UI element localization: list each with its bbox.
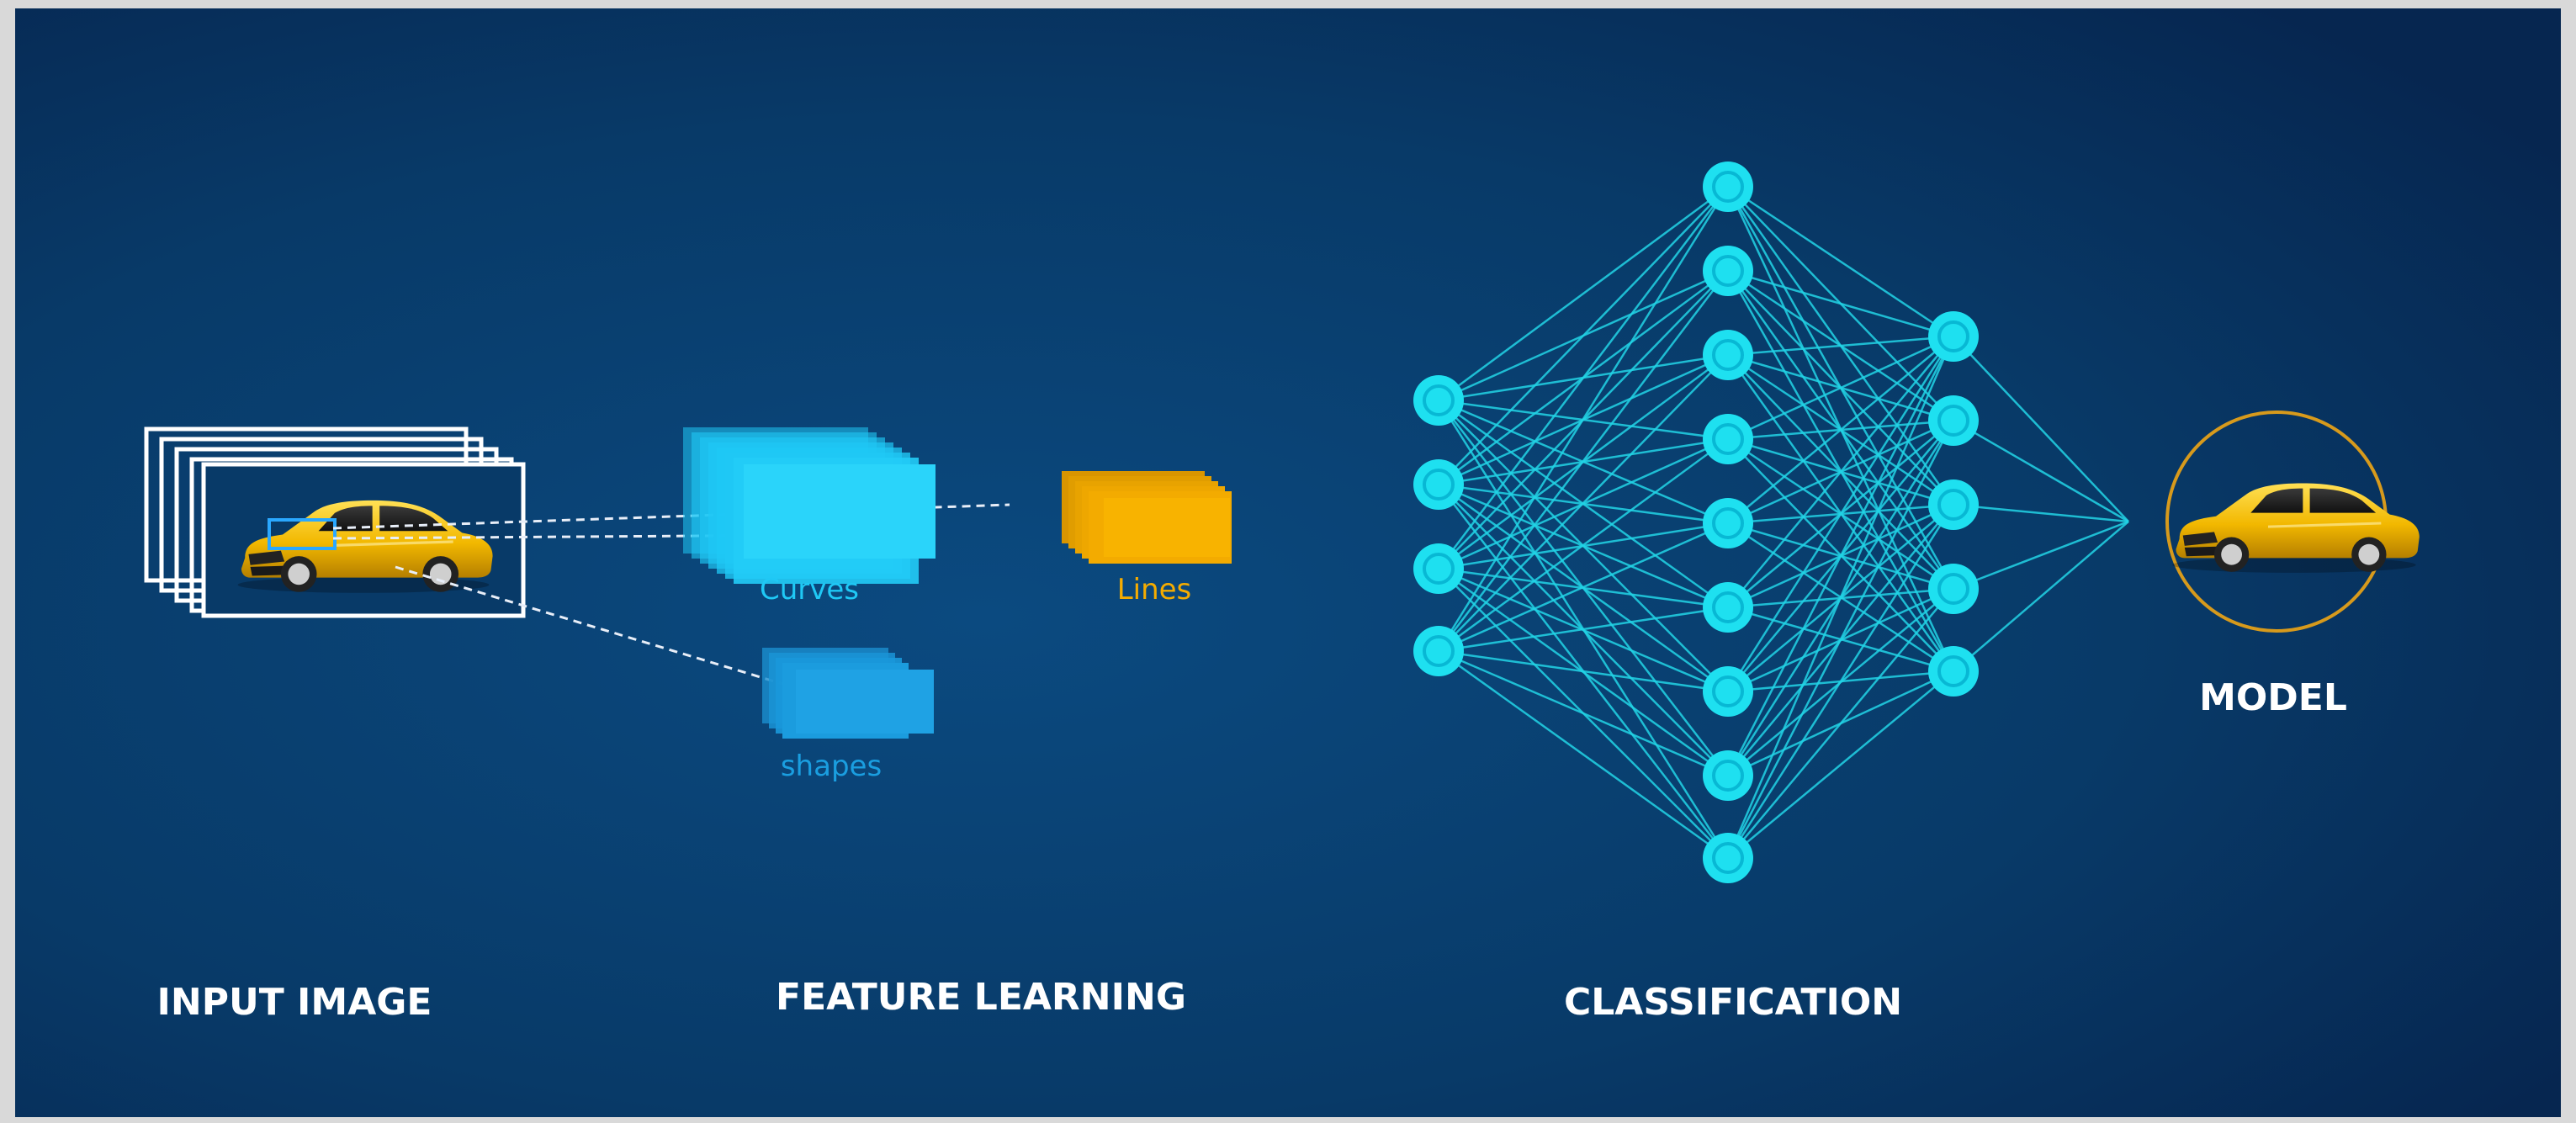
network-edge bbox=[1953, 521, 2129, 672]
network-nodes bbox=[1413, 162, 1979, 883]
network-edge bbox=[1438, 437, 1729, 653]
network-edge bbox=[1953, 503, 2129, 523]
network-node bbox=[1703, 246, 1753, 296]
network-edge bbox=[1726, 504, 1955, 859]
network-node bbox=[1928, 395, 1979, 446]
network-node bbox=[1703, 582, 1753, 633]
curves-label: Curves bbox=[760, 573, 859, 607]
network-edge bbox=[1727, 336, 1954, 608]
network-node bbox=[1413, 543, 1464, 594]
stage-label-input: INPUT IMAGE bbox=[157, 981, 432, 1024]
curves-feature-block bbox=[683, 427, 936, 584]
shapes-feature-block bbox=[762, 648, 934, 739]
network-edge bbox=[1438, 354, 1729, 652]
network-edge bbox=[1438, 606, 1729, 653]
network-edge bbox=[1953, 520, 2129, 591]
shapes-label: shapes bbox=[781, 750, 882, 783]
network-node bbox=[1928, 564, 1979, 614]
network-edge bbox=[1726, 336, 1955, 859]
network-edge bbox=[1727, 670, 1954, 859]
network-edge bbox=[1438, 270, 1729, 652]
network-edge bbox=[1726, 336, 1955, 776]
stage-label-model: MODEL bbox=[2199, 676, 2347, 719]
lines-label: Lines bbox=[1117, 573, 1192, 607]
network-node bbox=[1413, 459, 1464, 510]
network-node bbox=[1703, 330, 1753, 380]
network-node bbox=[1413, 375, 1464, 426]
network-edge bbox=[1438, 186, 1729, 569]
input-image-stack bbox=[144, 426, 526, 618]
network-node bbox=[1703, 666, 1753, 717]
network-edge bbox=[1727, 335, 1954, 357]
network-edge bbox=[1727, 269, 1954, 338]
network-node bbox=[1703, 750, 1753, 801]
network-edge bbox=[1727, 335, 1954, 441]
network-edge bbox=[1726, 420, 1955, 859]
network-node bbox=[1928, 311, 1979, 362]
network-edge bbox=[1438, 185, 1729, 402]
network-edge bbox=[1438, 186, 1729, 485]
network-edge bbox=[1953, 419, 2129, 523]
lines-feature-block bbox=[1062, 471, 1232, 564]
network-edge bbox=[1438, 522, 1729, 653]
network-edge bbox=[1727, 336, 1954, 524]
network-node bbox=[1703, 833, 1753, 883]
network-edge bbox=[1726, 336, 1955, 692]
receptive-field-box bbox=[268, 518, 337, 550]
network-node bbox=[1703, 162, 1753, 212]
network-edge bbox=[1727, 185, 1954, 338]
stage-label-classification: CLASSIFICATION bbox=[1564, 981, 1902, 1024]
network-node bbox=[1413, 626, 1464, 676]
model-output bbox=[2165, 411, 2421, 633]
network-edge bbox=[1438, 649, 1729, 777]
stage-label-feature: FEATURE LEARNING bbox=[776, 976, 1186, 1019]
network-edge bbox=[1438, 649, 1729, 860]
network-edge bbox=[1438, 649, 1729, 693]
network-node bbox=[1703, 414, 1753, 464]
network-node bbox=[1928, 646, 1979, 697]
network-edges bbox=[1437, 185, 2129, 860]
network-edge bbox=[1727, 588, 1954, 859]
network-node bbox=[1928, 479, 1979, 530]
network-edge bbox=[1437, 186, 1730, 652]
network-edge bbox=[1953, 336, 2129, 522]
network-node bbox=[1703, 498, 1753, 548]
